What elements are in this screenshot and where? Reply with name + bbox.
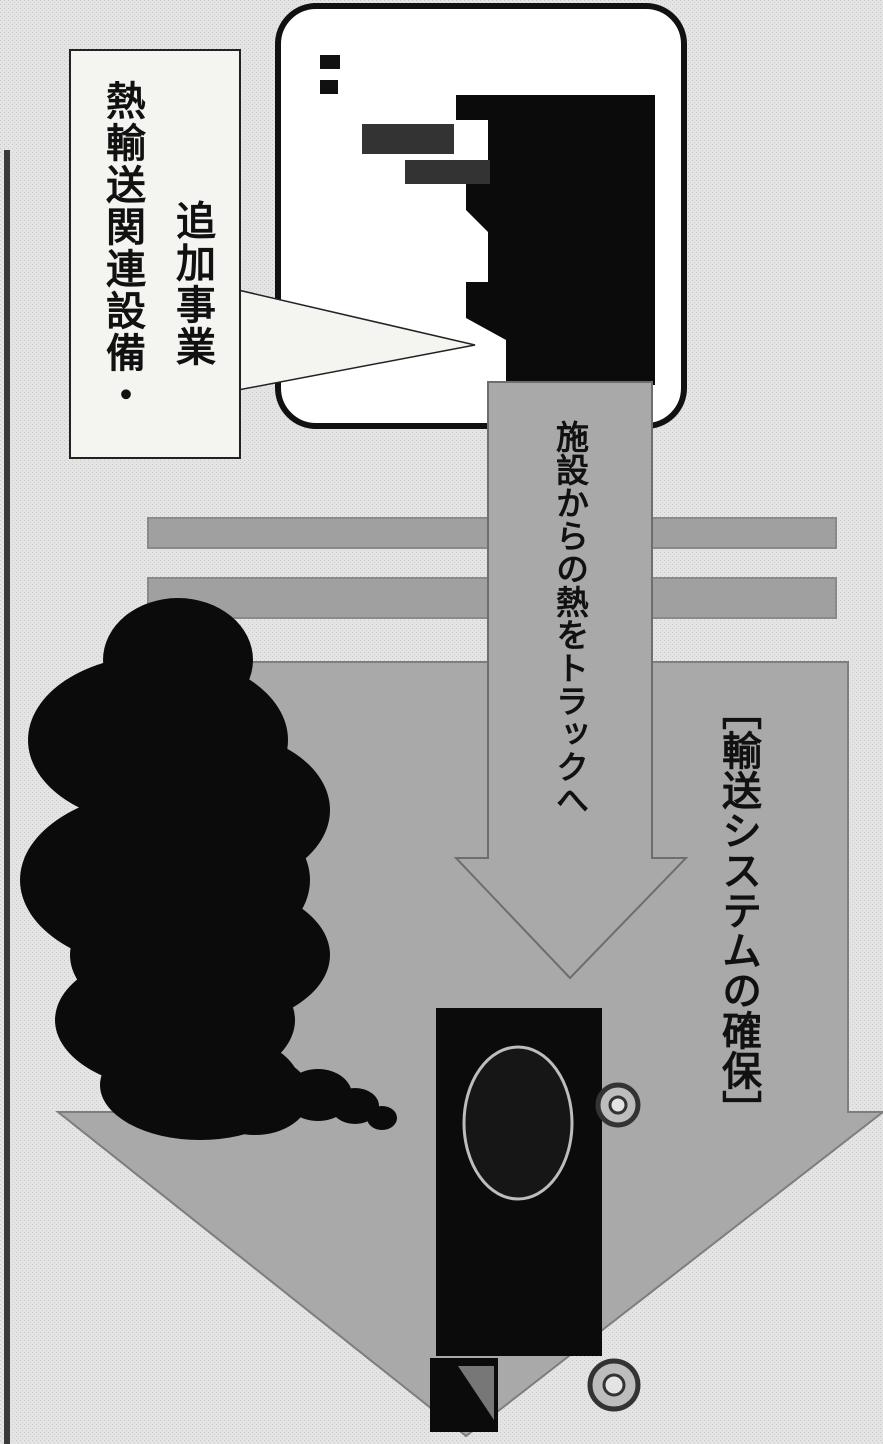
callout-line1: 熱輸送関連設備・ — [99, 80, 146, 416]
transport-system-label: ［輸送システムの確保］ — [715, 690, 762, 1130]
smoke-cloud — [20, 598, 397, 1140]
heat-flow-arrow — [453, 381, 689, 980]
left-border-line — [4, 150, 10, 1444]
callout-box — [69, 49, 241, 459]
callout-line2: 追加事業 — [169, 200, 216, 368]
truck-icon — [430, 1008, 641, 1432]
heat-flow-label: 施設からの熱をトラックへ — [551, 420, 590, 816]
factory-icon — [320, 55, 655, 385]
